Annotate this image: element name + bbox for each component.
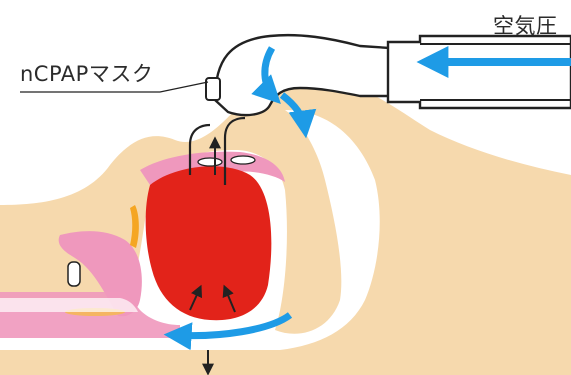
lower-jaw [0, 298, 138, 312]
tooth [68, 262, 80, 286]
air-pressure-label: 空気圧 [493, 10, 558, 40]
hose-connector [388, 36, 571, 108]
ncpap-mask-label: nCPAPマスク [20, 58, 153, 88]
nasal-opening-2 [231, 156, 255, 164]
mask-clip [206, 78, 220, 100]
nasal-opening [198, 158, 222, 166]
